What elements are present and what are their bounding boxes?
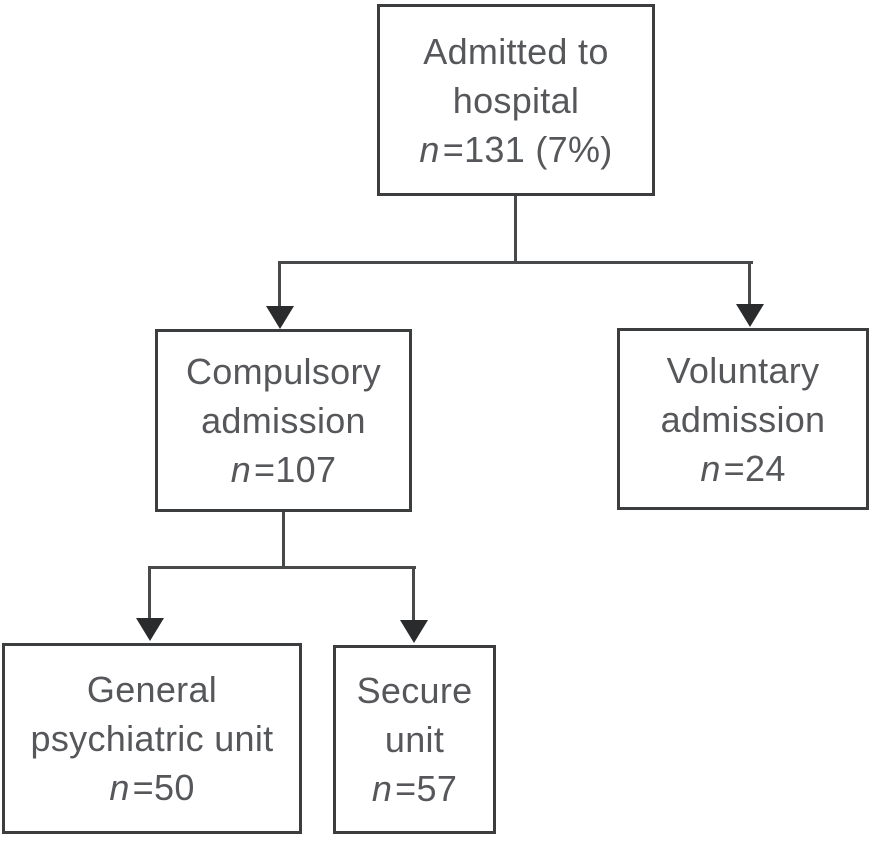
node-label: Secure unit n=57 xyxy=(357,666,473,813)
node-count: n=24 xyxy=(661,444,826,493)
node-secure-unit: Secure unit n=57 xyxy=(333,645,496,834)
node-line: Compulsory xyxy=(185,351,382,392)
arrowhead-down-icon xyxy=(266,306,294,329)
node-admitted-to-hospital: Admitted to hospital n=131 (7%) xyxy=(377,4,655,196)
n-symbol: n xyxy=(700,447,721,489)
node-label: Voluntary admission n=24 xyxy=(661,346,826,493)
connector-admitted-horizontal xyxy=(278,261,753,264)
n-value: =107 xyxy=(254,449,337,490)
connector-drop-voluntary xyxy=(748,261,751,307)
arrowhead-down-icon xyxy=(400,620,428,643)
arrowhead-down-icon xyxy=(136,618,164,641)
node-label: Admitted to hospital n=131 (7%) xyxy=(419,27,612,174)
node-count: n=107 xyxy=(186,445,381,494)
node-general-psychiatric-unit: General psychiatric unit n=50 xyxy=(2,643,302,834)
node-count: n=57 xyxy=(357,764,473,813)
node-line: psychiatric unit xyxy=(30,718,274,759)
node-line: unit xyxy=(384,719,445,760)
n-symbol: n xyxy=(109,767,130,808)
connector-drop-compulsory xyxy=(278,261,281,309)
node-line: Voluntary xyxy=(666,349,820,391)
n-symbol: n xyxy=(230,449,252,490)
node-count: n=50 xyxy=(31,763,274,812)
node-line: Admitted to xyxy=(423,30,609,72)
connector-drop-secure xyxy=(412,566,415,622)
node-line: admission xyxy=(201,400,366,441)
n-symbol: n xyxy=(371,768,393,809)
node-line: General xyxy=(86,669,218,710)
node-line: Secure xyxy=(356,670,473,711)
node-line: hospital xyxy=(452,79,580,121)
n-value: =24 xyxy=(723,447,786,489)
node-label: Compulsory admission n=107 xyxy=(186,347,381,494)
arrowhead-down-icon xyxy=(736,304,764,327)
n-value: =131 (7%) xyxy=(442,128,613,170)
node-line: admission xyxy=(660,398,826,440)
node-label: General psychiatric unit n=50 xyxy=(31,665,274,812)
connector-compulsory-horizontal xyxy=(148,566,416,569)
connector-compulsory-stem xyxy=(282,511,285,568)
node-count: n=131 (7%) xyxy=(419,125,612,174)
connector-drop-general xyxy=(148,566,151,620)
n-symbol: n xyxy=(419,128,440,170)
n-value: =50 xyxy=(132,767,195,808)
n-value: =57 xyxy=(395,768,458,809)
node-compulsory-admission: Compulsory admission n=107 xyxy=(155,329,412,512)
connector-admitted-stem xyxy=(514,196,517,263)
node-voluntary-admission: Voluntary admission n=24 xyxy=(617,328,869,510)
